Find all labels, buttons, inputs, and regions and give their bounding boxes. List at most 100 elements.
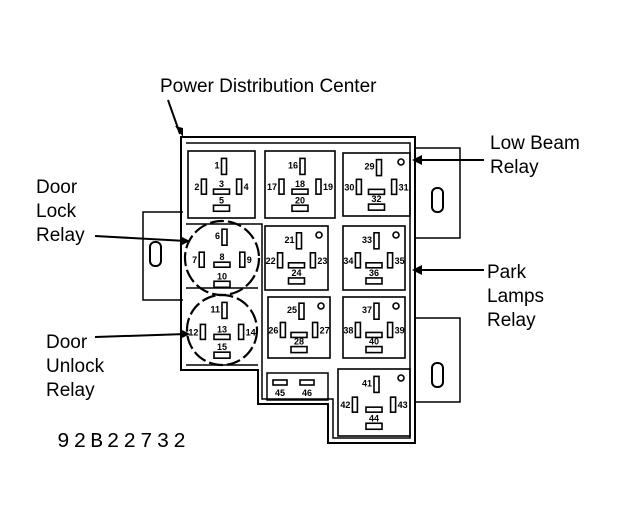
figure-code: 92B22732	[57, 431, 190, 454]
pin-number: 32	[371, 194, 381, 204]
pin-number: 4	[244, 182, 249, 192]
pin-number: 24	[291, 268, 301, 278]
pin-number: 29	[364, 162, 374, 172]
pin-number: 44	[369, 413, 379, 423]
pin-terminal	[213, 280, 231, 289]
pin-terminal	[351, 396, 359, 413]
pin-number: 9	[247, 255, 252, 265]
pin-terminal	[212, 188, 231, 195]
pin-number: 10	[217, 271, 227, 281]
right-slot-top	[431, 187, 444, 213]
relay-41: 41 42 43 44	[337, 368, 411, 437]
pin-terminal	[235, 178, 243, 195]
fuse-block	[266, 372, 329, 401]
pin-terminal	[365, 422, 383, 431]
relay-dot	[317, 302, 325, 310]
pin-number: 33	[362, 235, 372, 245]
relay-outline	[337, 368, 411, 437]
left-slot	[149, 241, 162, 267]
pin-number: 42	[340, 400, 350, 410]
pin-number: 3	[219, 179, 224, 189]
park-lamps-label-2: Lamps	[487, 286, 544, 307]
relay-outline	[185, 293, 259, 367]
pin-number: 28	[294, 337, 304, 347]
pin-terminal	[373, 375, 380, 394]
pin-terminal	[198, 251, 205, 268]
pin-terminal	[213, 351, 231, 359]
pin-number: 15	[217, 342, 227, 352]
pin-terminal	[291, 204, 309, 213]
pin-number: 18	[295, 179, 305, 189]
door-lock-label-1: Door	[36, 177, 78, 198]
pin-number: 5	[219, 195, 224, 205]
pin-number: 1	[214, 160, 219, 170]
pin-terminal	[290, 345, 308, 354]
pin-terminal	[276, 252, 284, 269]
fuse-number: 46	[302, 388, 312, 398]
pin-number: 6	[215, 231, 220, 241]
pin-number: 26	[268, 325, 278, 335]
fuse-number: 45	[275, 388, 285, 398]
pin-terminal	[365, 345, 383, 354]
low-beam-label-1: Low Beam	[490, 133, 580, 154]
door-unlock-relay: 11 12 13 14 15	[185, 293, 259, 367]
relay-outline	[342, 225, 406, 291]
relay-outline	[264, 150, 336, 219]
door-lock-label-3: Relay	[36, 225, 85, 246]
pin-terminal	[213, 333, 231, 341]
pin-terminal	[278, 178, 285, 195]
pin-terminal	[373, 302, 380, 321]
pin-number: 22	[266, 256, 276, 266]
relay-outline	[267, 296, 331, 359]
pin-number: 7	[192, 255, 197, 265]
relay-dot	[315, 231, 323, 239]
relay-dot	[392, 231, 400, 239]
left-bracket	[142, 211, 183, 301]
pin-terminal	[299, 157, 306, 176]
fuse-terminal	[272, 379, 288, 386]
pin-number: 14	[246, 327, 256, 337]
pin-terminal	[373, 232, 380, 250]
pin-terminal	[365, 331, 383, 339]
right-bracket-bottom	[415, 317, 461, 403]
pin-number: 36	[369, 268, 379, 278]
pin-terminal	[355, 178, 363, 196]
pin-terminal	[220, 157, 228, 176]
low-beam-label-2: Relay	[490, 157, 539, 178]
pin-number: 20	[295, 195, 305, 205]
pin-number: 30	[344, 182, 354, 192]
pin-terminal	[354, 321, 362, 339]
pin-terminal	[386, 252, 394, 269]
pin-number: 13	[217, 324, 227, 334]
relay-outline	[342, 296, 406, 359]
relay-outline	[187, 150, 256, 219]
pin-terminal	[239, 251, 246, 268]
pin-number: 35	[395, 256, 405, 266]
pin-number: 19	[323, 182, 333, 192]
pin-terminal	[315, 178, 322, 195]
pin-number: 43	[398, 400, 408, 410]
right-bracket-top	[415, 147, 461, 239]
pin-terminal	[365, 277, 383, 285]
pin-number: 11	[210, 304, 220, 314]
pin-terminal	[213, 261, 231, 269]
pin-number: 16	[288, 160, 298, 170]
pin-number: 23	[317, 256, 327, 266]
pin-number: 41	[362, 378, 372, 388]
door-lock-arrow	[94, 235, 187, 242]
pin-terminal	[367, 188, 386, 196]
pin-terminal	[367, 203, 386, 211]
pin-number: 17	[267, 182, 277, 192]
relay-2: 16 17 18 19 20	[264, 150, 336, 219]
pin-number: 12	[188, 327, 198, 337]
pin-terminal	[291, 188, 309, 195]
pin-number: 21	[284, 235, 294, 245]
door-unlock-label-2: Unlock	[46, 356, 105, 377]
pin-number: 25	[287, 305, 297, 315]
park-lamps-label-1: Park	[487, 262, 527, 283]
pin-number: 39	[395, 325, 405, 335]
